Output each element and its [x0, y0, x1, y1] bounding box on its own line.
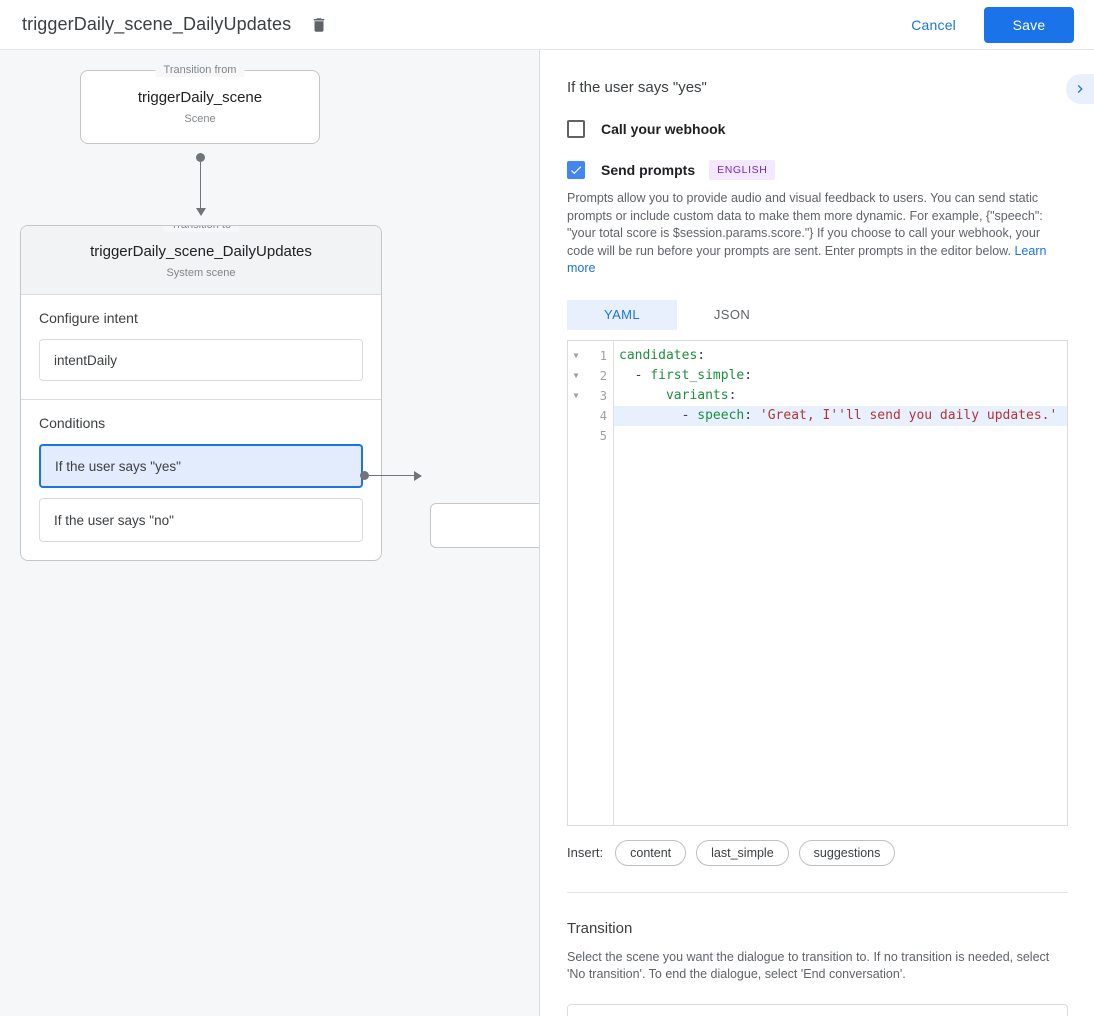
code-token-plain: -: [619, 367, 651, 383]
transition-section: Transition Select the scene you want the…: [567, 893, 1068, 1016]
transition-to-legend: Transition to: [162, 226, 240, 232]
code-token-plain: :: [697, 347, 706, 363]
transition-to-header: triggerDaily_scene_DailyUpdates System s…: [21, 226, 381, 295]
code-token-plain: [619, 388, 666, 403]
call-webhook-label: Call your webhook: [601, 121, 726, 137]
line-number-text: 1: [599, 348, 607, 363]
code-token-plain: :: [744, 367, 753, 383]
insert-chip-suggestions[interactable]: suggestions: [798, 839, 896, 866]
insert-chip-content[interactable]: content: [615, 839, 687, 866]
page-title: triggerDaily_scene_DailyUpdates: [22, 14, 292, 34]
prompts-description: Prompts allow you to provide audio and v…: [567, 190, 1068, 278]
insert-row: Insert: content last_simple suggestions: [567, 839, 1068, 866]
code-token-plain: :: [728, 387, 737, 403]
line-number-text: 5: [599, 428, 607, 443]
code-token-plain: -: [619, 407, 698, 423]
language-badge: ENGLISH: [709, 160, 776, 180]
line-number-text: 4: [599, 408, 607, 423]
transition-from-node[interactable]: Transition from triggerDaily_scene Scene: [80, 63, 320, 144]
transition-from-legend: Transition from: [155, 63, 245, 77]
configure-intent-section: Configure intent intentDaily: [21, 295, 381, 399]
target-node[interactable]: [430, 503, 539, 548]
details-panel: If the user says "yes" Call your webhook…: [541, 50, 1094, 1016]
transition-to-node[interactable]: Transition to triggerDaily_scene_DailyUp…: [20, 225, 382, 561]
fold-triangle-icon[interactable]: ▼: [573, 390, 579, 400]
editor-line-number[interactable]: 4: [568, 406, 613, 426]
webhook-row[interactable]: Call your webhook: [567, 120, 1068, 138]
insert-label: Insert:: [567, 845, 604, 860]
diagram-canvas[interactable]: Transition from triggerDaily_scene Scene…: [0, 50, 540, 1016]
call-webhook-checkbox[interactable]: [567, 120, 585, 138]
code-token-key: speech: [697, 407, 745, 423]
insert-chip-last-simple[interactable]: last_simple: [696, 839, 789, 866]
collapse-panel-button[interactable]: [1066, 74, 1094, 104]
panel-header-section: If the user says "yes" Call your webhook…: [541, 50, 1094, 1016]
connector-arrow-down: [196, 208, 206, 216]
transition-from-subtitle: Scene: [184, 113, 216, 125]
code-token-key: first_simple: [650, 367, 745, 383]
prompts-description-text: Prompts allow you to provide audio and v…: [567, 191, 1043, 258]
panel-head: If the user says "yes": [567, 50, 1068, 98]
editor-code-line[interactable]: variants:: [614, 386, 1067, 406]
transition-title: Transition: [567, 919, 633, 937]
line-number-text: 2: [599, 368, 607, 383]
cancel-button[interactable]: Cancel: [899, 9, 968, 41]
editor-line-number[interactable]: ▼2: [568, 366, 613, 386]
editor-code-line[interactable]: candidates:: [614, 346, 1067, 366]
configure-intent-label: Configure intent: [39, 310, 138, 326]
condition-connector-arrow: [414, 471, 422, 481]
send-prompts-checkbox[interactable]: [567, 161, 585, 179]
code-token-key: variants: [665, 387, 729, 403]
trash-icon[interactable]: [307, 13, 331, 37]
transition-from-name: triggerDaily_scene: [137, 89, 263, 106]
conditions-label: Conditions: [39, 415, 106, 431]
save-button[interactable]: Save: [984, 6, 1074, 43]
transition-to-subtitle: System scene: [166, 267, 236, 279]
editor-line-number[interactable]: ▼1: [568, 346, 613, 366]
transition-to-name: triggerDaily_scene_DailyUpdates: [90, 243, 312, 260]
transition-select[interactable]: End conversation: [567, 1003, 1068, 1016]
learn-more-link[interactable]: Learn more: [567, 243, 1047, 276]
panel-title: If the user says "yes": [567, 79, 707, 96]
editor-code-line[interactable]: - speech: 'Great, I''ll send you daily u…: [614, 405, 1067, 426]
code-token-plain: :: [744, 407, 760, 423]
transition-description: Select the scene you want the dialogue t…: [567, 949, 1050, 982]
editor-format-tabs: YAML JSON: [567, 299, 1068, 330]
top-bar: triggerDaily_scene_DailyUpdates Cancel S…: [0, 0, 1094, 50]
editor-code-line[interactable]: - first_simple:: [614, 366, 1067, 386]
condition-item-yes[interactable]: If the user says "yes": [39, 444, 363, 488]
condition-connector-line: [364, 475, 416, 476]
fold-triangle-icon[interactable]: ▼: [573, 370, 579, 380]
code-token-str: 'Great, I''ll send you daily updates.': [759, 407, 1058, 423]
send-prompts-label: Send prompts: [601, 162, 696, 178]
editor-line-number[interactable]: ▼3: [568, 386, 613, 406]
editor-code-area[interactable]: candidates: - first_simple: variants: - …: [614, 341, 1067, 825]
code-token-key: candidates: [619, 347, 698, 363]
editor-line-number[interactable]: 5: [568, 426, 613, 446]
editor-code-line[interactable]: [614, 426, 1067, 446]
intent-value-box[interactable]: intentDaily: [39, 339, 363, 381]
tab-yaml[interactable]: YAML: [567, 299, 677, 330]
fold-triangle-icon[interactable]: ▼: [573, 350, 579, 360]
send-prompts-row[interactable]: Send prompts ENGLISH: [567, 160, 1068, 180]
tab-json[interactable]: JSON: [713, 307, 751, 322]
condition-item-no[interactable]: If the user says "no": [39, 498, 363, 542]
conditions-section: Conditions If the user says "yes" If the…: [21, 399, 381, 560]
line-number-text: 3: [599, 388, 607, 403]
connector-line-vertical: [200, 157, 201, 211]
panel-divider: [567, 891, 1068, 893]
